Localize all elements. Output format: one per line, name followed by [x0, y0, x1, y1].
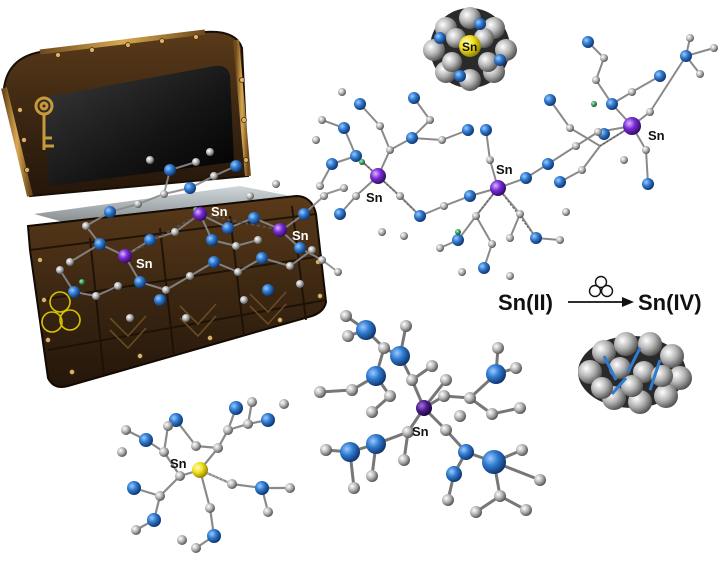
- octahedral-molecule: Sn: [314, 310, 546, 518]
- tin-atom-tetrahedral: [192, 462, 208, 478]
- tin-atom-chest-right: [273, 223, 287, 237]
- chest-lid-inner: [42, 65, 234, 186]
- tin-atom-dimer-left: [370, 168, 386, 184]
- tin-atom-spacefill: [459, 35, 481, 57]
- dimer-sn-label-left: Sn: [366, 190, 383, 205]
- chest-sn-label-mid: Sn: [211, 204, 228, 219]
- tin-atom-chest-left: [118, 249, 132, 263]
- oxidant-icon: [588, 275, 614, 298]
- chest-sn-label-right: Sn: [292, 228, 309, 243]
- dimer-sn-label-right: Sn: [648, 128, 665, 143]
- chest-sn-label-left: Sn: [136, 256, 153, 271]
- product-label: Sn(IV): [638, 290, 702, 315]
- spacefill-product: [578, 332, 692, 414]
- octahedral-sn-label: Sn: [412, 424, 429, 439]
- spacefill-sn-label: Sn: [462, 40, 477, 54]
- tetrahedral-sn-label: Sn: [170, 456, 187, 471]
- chest-trimer-molecule: Sn Sn Sn: [56, 148, 348, 322]
- tetrahedral-molecule: Sn: [117, 397, 295, 553]
- tin-atom-chest-mid: [193, 207, 207, 221]
- reactant-label: Sn(II): [498, 290, 553, 315]
- treasure-chest: [1, 29, 328, 388]
- spacefill-cluster-top: Sn: [423, 7, 517, 91]
- dimer-sn-label-mid: Sn: [496, 162, 513, 177]
- key-icon: [34, 96, 54, 150]
- chest-circles-logo: [41, 291, 81, 333]
- tin-atom-dimer-mid: [490, 180, 506, 196]
- dimer-molecule: Sn Sn Sn: [312, 34, 718, 280]
- reaction-scheme: Sn(II) Sn(IV): [498, 275, 702, 315]
- tin-atom-octahedral: [416, 400, 432, 416]
- tin-atom-dimer-right: [623, 117, 641, 135]
